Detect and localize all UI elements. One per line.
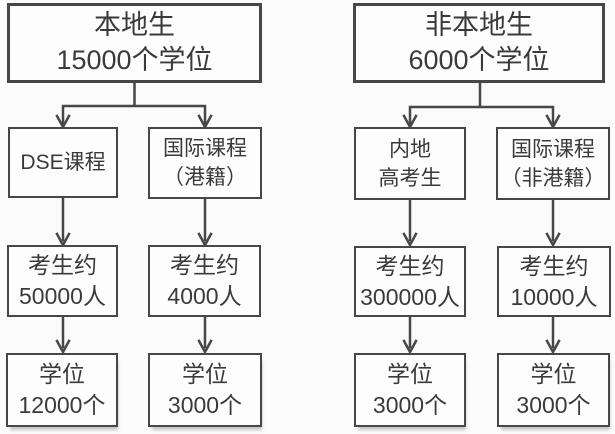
seats-label: 学位 — [530, 361, 577, 387]
seats-box-mainland-gaokao: 学位 3000个 — [354, 353, 466, 427]
category-box-mainland-gaokao: 内地 高考生 — [354, 127, 466, 200]
category-label: 内地 — [389, 137, 431, 161]
candidates-label: 考生约 — [28, 252, 97, 278]
candidates-box-intl-hk: 考生约 4000人 — [148, 245, 261, 317]
arrowhead — [197, 339, 213, 355]
arrowhead — [402, 232, 418, 248]
root-label: 本地生 — [94, 10, 175, 40]
fork-right — [408, 81, 555, 125]
arrowhead — [55, 339, 71, 355]
candidates-count: 50000人 — [19, 283, 106, 309]
fork-left — [61, 81, 207, 125]
seats-count: 3000个 — [516, 392, 591, 418]
seats-label: 学位 — [387, 361, 433, 387]
seats-box-dse: 学位 12000个 — [6, 353, 118, 427]
category-label: DSE课程 — [20, 151, 106, 174]
arrowhead — [545, 232, 561, 248]
arrowhead — [402, 339, 418, 355]
seats-label: 学位 — [182, 361, 228, 387]
seats-count: 12000个 — [18, 392, 106, 418]
category-label-2: （非港籍） — [500, 166, 606, 190]
seats-box-intl-hk: 学位 3000个 — [148, 353, 262, 427]
category-box-dse: DSE课程 — [8, 127, 118, 198]
candidates-label: 考生约 — [519, 252, 589, 279]
candidates-count: 300000人 — [360, 283, 460, 310]
candidates-box-mainland-gaokao: 考生约 300000人 — [354, 246, 466, 317]
candidates-count: 4000人 — [167, 283, 242, 309]
candidates-box-dse: 考生约 50000人 — [7, 245, 118, 317]
seats-box-intl-non-hk: 学位 3000个 — [497, 353, 610, 427]
root-seat-count: 6000个学位 — [408, 45, 550, 75]
category-label: 国际课程 — [163, 137, 247, 160]
candidates-label: 考生约 — [375, 252, 445, 279]
root-seat-count: 15000个学位 — [56, 45, 213, 75]
arrowhead — [545, 339, 561, 355]
category-label-2: （港籍） — [163, 166, 247, 189]
candidates-label: 考生约 — [170, 252, 239, 278]
candidates-count: 10000人 — [510, 283, 598, 310]
category-label-2: 高考生 — [378, 166, 442, 190]
category-box-intl-non-hk: 国际课程 （非港籍） — [496, 127, 610, 200]
root-box-local-students: 本地生 15000个学位 — [7, 3, 262, 83]
root-label: 非本地生 — [425, 10, 533, 40]
seats-label: 学位 — [39, 361, 85, 387]
candidates-box-intl-non-hk: 考生约 10000人 — [497, 246, 611, 317]
root-box-non-local-students: 非本地生 6000个学位 — [353, 3, 605, 83]
seats-count: 3000个 — [372, 392, 448, 418]
category-box-intl-hk: 国际课程 （港籍） — [148, 127, 262, 199]
category-label: 国际课程 — [511, 137, 595, 161]
seats-count: 3000个 — [167, 392, 243, 418]
